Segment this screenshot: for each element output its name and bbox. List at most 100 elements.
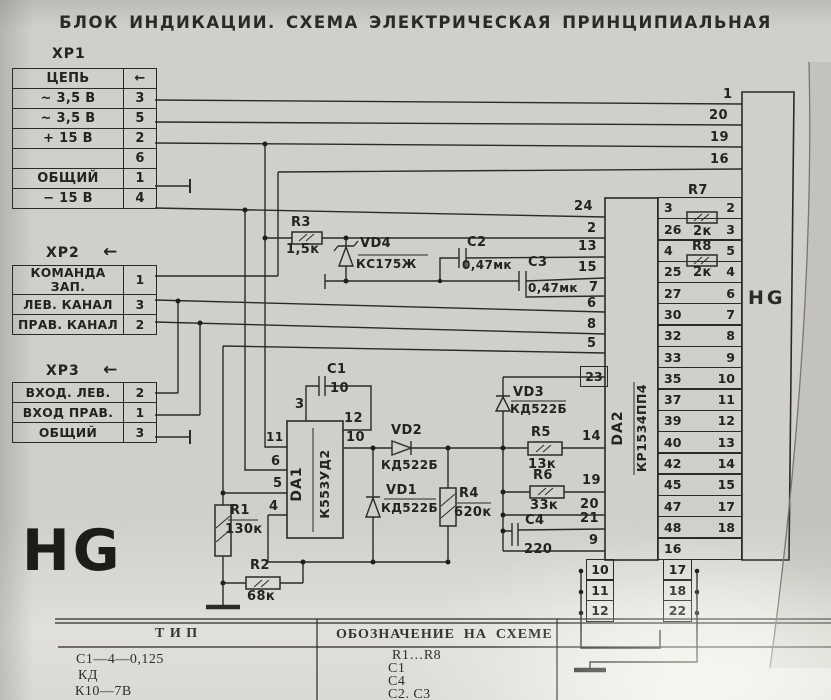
da2-left_pins-p20-label: 20: [580, 497, 599, 512]
hg-pin: 9: [726, 349, 735, 365]
pin-number: 6: [123, 148, 157, 169]
circuit-name: КОМАНДА ЗАП.: [12, 265, 124, 295]
xp2-title: ХР2: [46, 245, 80, 261]
circuit-name: ~ 3,5 В: [12, 88, 124, 109]
diodes-vd3-ref-label: VD3: [513, 385, 545, 400]
resistors-r4-val-label: 620к: [454, 505, 492, 520]
da1-type: К553УД2: [317, 449, 332, 518]
da1-pins-p6-label: 6: [271, 454, 281, 469]
resistors-r7-ref-label: R7: [688, 183, 708, 198]
circuit-name: ~ 3,5 В: [12, 108, 124, 129]
diodes-vd2-type-label: КД522Б: [381, 458, 439, 472]
da2-pin: 33: [664, 349, 682, 365]
junction-dots: [175, 141, 700, 616]
da2-pin: 42: [664, 456, 682, 472]
diodes-vd2-ref-label: VD2: [391, 423, 423, 438]
da2-pin: 30: [664, 306, 682, 322]
diodes-vd3-type-label: КД522Б: [510, 402, 568, 416]
capacitors-c4-val-label: 220: [524, 542, 553, 557]
pin-number: 3: [123, 422, 157, 443]
connector-row: ВХОД ПРАВ.1: [12, 402, 157, 423]
stack-pin-11: 11: [586, 579, 614, 602]
stack-pin-12: 12: [586, 599, 614, 622]
hg-top_pins-0-label: 1: [723, 87, 733, 102]
da2-pin: 35: [664, 370, 682, 386]
capacitors-c3-val-label: 0,47мк: [528, 281, 578, 295]
hg-pin: 3: [726, 221, 735, 237]
pin-number: 1: [123, 265, 157, 295]
da1-pins-p4-label: 4: [269, 499, 279, 514]
resistors-r8-val-label: 2к: [693, 265, 712, 280]
connector-row: КОМАНДА ЗАП.1: [12, 265, 157, 295]
pin-number: 2: [123, 314, 157, 335]
capacitors-c1-ref-label: C1: [327, 362, 347, 377]
da2-left_pins-p24-label: 24: [574, 199, 593, 214]
hg-pin: 10: [717, 370, 735, 386]
diodes-vd1-type-label: КД522Б: [381, 501, 439, 515]
xp-arrow-icon: ←: [123, 68, 157, 89]
circuit-name: ОБЩИЙ: [12, 422, 124, 443]
hg-pin: 7: [726, 306, 735, 322]
xp2-arrow-icon: ←: [103, 242, 119, 262]
da2-left_pins-p13-label: 13: [578, 239, 597, 254]
resistors-r3-val-label: 1,5к: [286, 242, 320, 257]
da2-pin: 27: [664, 285, 682, 301]
resistors-r2-val-label: 68к: [247, 589, 276, 604]
connector-row: ВХОД. ЛЕВ.2: [12, 382, 157, 403]
spec-row-des-4: С2. С3: [388, 687, 431, 700]
da2-left_pins-p19-label: 19: [582, 473, 601, 488]
circuit-name: ОБЩИЙ: [12, 168, 124, 189]
hg-pin: 8: [726, 328, 735, 344]
da2-pin: 45: [664, 477, 682, 493]
hg-pin: 4: [726, 264, 735, 280]
da1-ref: DA1: [289, 466, 305, 501]
da2-left_pins-p5-label: 5: [587, 336, 597, 351]
diodes-vd1-ref-label: VD1: [386, 483, 418, 498]
hg-pin: 2: [726, 200, 735, 216]
resistors-r8-ref-label: R8: [692, 239, 712, 254]
resistors-r1-ref-label: R1: [230, 503, 250, 518]
ladder-row-7: 33 9: [657, 345, 742, 369]
spec-col1-header: Т И П: [155, 626, 199, 641]
pin-number: 4: [123, 188, 157, 209]
circuit-name: ПРАВ. КАНАЛ: [12, 314, 124, 335]
resistors-r6-ref-label: R6: [533, 468, 553, 483]
ladder-row-8: 35 10: [657, 366, 742, 390]
da2-pin: 37: [664, 392, 682, 408]
stack-pin-17: 17: [663, 558, 692, 581]
da2-pin23-box: 23: [580, 366, 608, 387]
da2-pin: 40: [664, 434, 682, 450]
stack-pin-10: 10: [586, 558, 614, 581]
da1-pins-p5-label: 5: [273, 476, 283, 491]
connector-row: 6: [12, 148, 157, 169]
pin-number: 3: [123, 294, 157, 315]
hg-pin: 18: [717, 519, 735, 535]
spec-col2-header: ОБОЗНАЧЕНИЕ НА СХЕМЕ: [336, 627, 553, 642]
da2-left_pins-p7-label: 7: [589, 280, 599, 295]
xp3-arrow-icon: ←: [103, 360, 119, 380]
da2-pin: 25: [664, 264, 682, 280]
da1-pins-p11-label: 11: [266, 430, 284, 444]
hg-top_pins-1-label: 20: [709, 108, 728, 123]
diodes-vd4-ref-label: VD4: [360, 236, 392, 251]
da2-pin: 39: [664, 413, 682, 429]
spec-row-type-1: С1—4—0,125: [76, 652, 164, 667]
hg-pin: 6: [726, 285, 735, 301]
circuit-name: ВХОД ПРАВ.: [12, 402, 124, 423]
xp1-title: ХР1: [52, 46, 86, 62]
hg-watermark: HG: [22, 518, 123, 584]
hg-top_pins-3-label: 16: [710, 152, 729, 167]
